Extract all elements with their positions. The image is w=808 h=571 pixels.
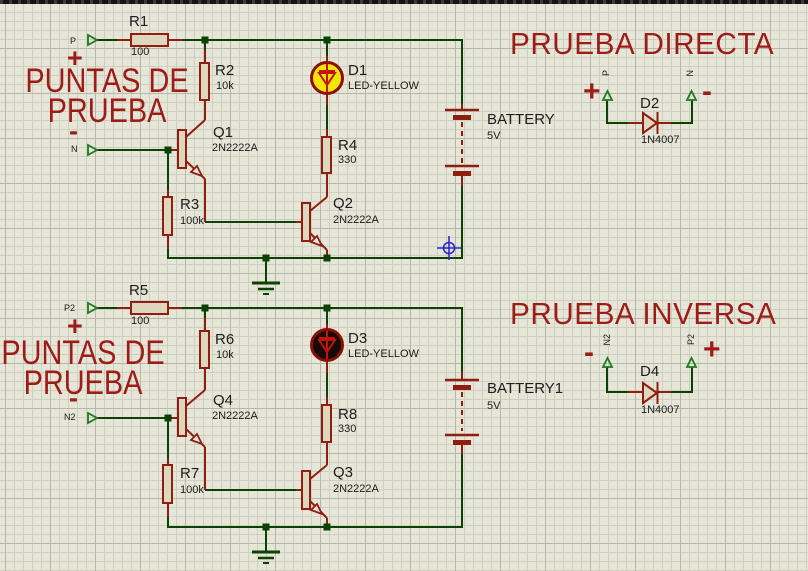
ref-D1: D1 — [348, 62, 368, 79]
resistor-R1[interactable] — [117, 33, 182, 47]
ref-R7: R7 — [180, 465, 200, 482]
ref-BATTERY1: BATTERY1 — [487, 380, 564, 397]
diode-D2-assembly[interactable] — [601, 88, 698, 135]
resistor-R2[interactable] — [199, 50, 210, 120]
probe-label-direct: PUNTAS DE PRUEBA — [0, 62, 226, 130]
ref-R3: R3 — [180, 196, 200, 213]
ref-Q3: Q3 — [333, 464, 354, 481]
minus-sign-inverse: - — [69, 383, 78, 413]
ref-D4: D4 — [640, 363, 660, 380]
resistor-R3[interactable] — [162, 190, 173, 249]
led-D1[interactable] — [310, 56, 344, 105]
val-R8: 330 — [338, 423, 357, 435]
probe-label-line1: PUNTAS DE — [25, 62, 189, 100]
ground-symbol-direct[interactable] — [252, 258, 280, 295]
terminal-N2[interactable] — [87, 411, 99, 425]
terminal-D2-left — [601, 88, 614, 101]
minus-sign-direct: - — [69, 116, 78, 146]
pin-label-N: N — [71, 144, 78, 154]
val-Q3: 2N2222A — [333, 483, 379, 495]
pin-label-D2-left: P — [601, 70, 611, 77]
junction-dots-direct — [164, 36, 331, 262]
val-BATTERY: 5V — [487, 130, 501, 142]
val-R4: 330 — [338, 154, 357, 166]
transistor-Q3[interactable] — [296, 464, 328, 527]
resistor-R4[interactable] — [321, 129, 332, 197]
ref-D3: D3 — [348, 330, 368, 347]
ref-R4: R4 — [338, 137, 358, 154]
minus-sign-D2: - — [702, 75, 712, 108]
pin-label-N2: N2 — [64, 412, 76, 422]
plus-sign-inverse: + — [67, 311, 83, 341]
ref-BATTERY: BATTERY — [487, 111, 555, 128]
terminal-P[interactable] — [87, 33, 99, 47]
terminal-D2-right — [685, 88, 698, 101]
ref-Q2: Q2 — [333, 195, 354, 212]
ref-R1: R1 — [129, 13, 149, 30]
resistor-R5[interactable] — [117, 301, 182, 315]
ref-R2: R2 — [215, 62, 235, 79]
transistor-Q2[interactable] — [296, 196, 328, 258]
terminal-N[interactable] — [87, 143, 99, 157]
val-R5: 100 — [131, 315, 150, 327]
val-Q4: 2N2222A — [212, 410, 258, 422]
title-prueba-directa: PRUEBA DIRECTA — [510, 26, 775, 61]
canvas-top-edge — [0, 0, 808, 4]
pin-label-D4-left: N2 — [602, 334, 612, 346]
terminal-D4-left — [601, 355, 614, 368]
battery-BATTERY1[interactable] — [445, 372, 479, 454]
ground-symbol-inverse[interactable] — [252, 527, 280, 564]
pin-label-P2: P2 — [64, 303, 76, 313]
val-Q1: 2N2222A — [212, 142, 258, 154]
terminal-P2[interactable] — [87, 301, 99, 315]
val-Q2: 2N2222A — [333, 214, 379, 226]
ref-Q4: Q4 — [213, 392, 234, 409]
val-BATTERY1: 5V — [487, 400, 501, 412]
ref-Q1: Q1 — [213, 124, 234, 141]
val-R6: 10k — [216, 349, 234, 361]
resistor-R8[interactable] — [321, 397, 332, 465]
probe-label-inverse: PUNTAS DE PRUEBA — [0, 334, 202, 402]
plus-sign-D4: + — [703, 333, 721, 366]
val-D2: 1N4007 — [641, 134, 680, 146]
led-D3[interactable] — [310, 324, 344, 373]
val-R2: 10k — [216, 80, 234, 92]
val-R7: 100k — [180, 484, 204, 496]
ref-R8: R8 — [338, 406, 358, 423]
junction-dots-inverse — [164, 304, 331, 531]
val-D3: LED-YELLOW — [348, 348, 419, 360]
transistor-Q4[interactable] — [172, 389, 206, 490]
val-D4: 1N4007 — [641, 404, 680, 416]
val-D1: LED-YELLOW — [348, 80, 419, 92]
probe-label-line2: PRUEBA — [23, 364, 143, 402]
pin-label-D2-right: N — [685, 70, 695, 77]
val-R1: 100 — [131, 46, 150, 58]
pin-label-P: P — [70, 36, 77, 46]
diode-D4-assembly[interactable] — [601, 355, 698, 405]
origin-crosshair-cursor — [437, 236, 461, 260]
ref-R5: R5 — [129, 282, 149, 299]
pin-label-D4-right: P2 — [686, 334, 696, 346]
transistor-Q1[interactable] — [172, 119, 206, 222]
probe-label-line2: PRUEBA — [47, 92, 167, 130]
plus-sign-direct: + — [67, 43, 83, 73]
direct-circuit-wires[interactable] — [97, 39, 463, 259]
title-prueba-inversa: PRUEBA INVERSA — [510, 296, 777, 331]
inverse-circuit-wires[interactable] — [97, 307, 463, 528]
probe-label-line1: PUNTAS DE — [1, 334, 165, 372]
ref-R6: R6 — [215, 331, 235, 348]
resistor-R6[interactable] — [199, 318, 210, 390]
terminal-D4-right — [685, 355, 698, 368]
plus-sign-D2: + — [583, 75, 601, 108]
battery-BATTERY[interactable] — [445, 104, 479, 186]
val-R3: 100k — [180, 215, 204, 227]
resistor-R7[interactable] — [162, 458, 173, 517]
minus-sign-D4: - — [584, 336, 594, 369]
ref-D2: D2 — [640, 95, 660, 112]
